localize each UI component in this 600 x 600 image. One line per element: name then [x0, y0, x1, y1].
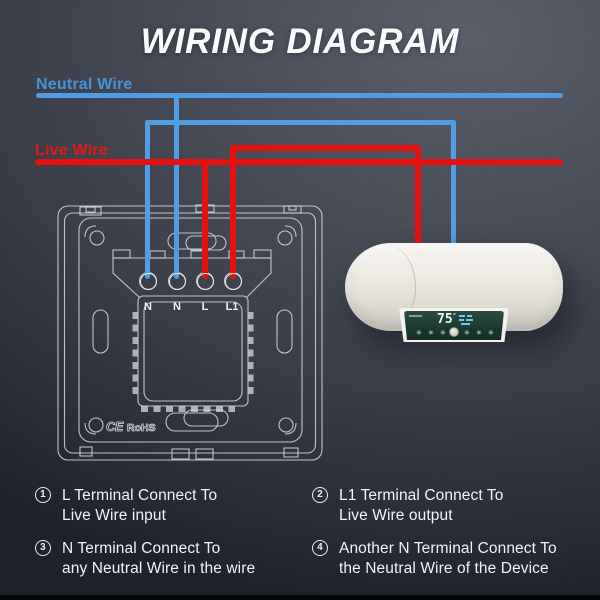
touch-button-icon[interactable]: ✳ — [488, 330, 494, 337]
power-button[interactable] — [449, 327, 459, 337]
switch-back-diagram: N N L L1 CE RoHS — [57, 204, 323, 461]
touch-button-icon[interactable]: ✳ — [440, 330, 446, 337]
live-drop-to-l1 — [230, 145, 236, 279]
terminal-label-n2: N — [173, 301, 181, 313]
heater-end-cap — [357, 245, 416, 329]
screw-hole — [89, 230, 105, 246]
screw-hole — [88, 417, 104, 433]
note-3-number: 3 — [35, 540, 51, 556]
page-title: WIRING DIAGRAM — [140, 22, 460, 61]
terminal-l1 — [224, 272, 242, 290]
note-2-number: 2 — [312, 487, 328, 503]
bottom-edge-bar — [0, 595, 600, 600]
switch-outer-frame — [57, 205, 323, 461]
terminal-label-n1: N — [144, 301, 152, 313]
switch-back-plate — [78, 217, 303, 443]
neutral-drop-to-n1 — [145, 120, 150, 279]
temperature-readout: 75° — [437, 312, 457, 327]
touch-button-icon[interactable]: ✳ — [476, 330, 482, 337]
neutral-wire-label: Neutral Wire — [36, 76, 133, 93]
heater-control-panel: 75° ✳ ✳ ✳ ✳ ✳ ✳ — [399, 308, 509, 342]
live-wire-label: Live Wire — [35, 142, 108, 159]
live-drop-to-l — [202, 159, 208, 279]
touch-button-icon[interactable]: ✳ — [464, 330, 470, 337]
live-drop-to-device — [415, 145, 421, 246]
terminal-l — [196, 272, 214, 290]
neutral-branch-horizontal — [145, 120, 456, 125]
display-status-icons — [459, 314, 475, 325]
live-main-wire — [35, 159, 563, 165]
water-heater: 75° ✳ ✳ ✳ ✳ ✳ ✳ — [345, 243, 563, 342]
note-4-number: 4 — [312, 540, 328, 556]
screw-hole — [278, 417, 294, 433]
note-1-number: 1 — [35, 487, 51, 503]
neutral-drop-to-n2 — [174, 93, 179, 279]
ce-mark: CE — [106, 420, 124, 434]
screw-hole — [277, 230, 293, 246]
terminal-label-l: L — [202, 301, 209, 313]
touch-button-row: ✳ ✳ ✳ ✳ ✳ ✳ — [404, 328, 504, 340]
neutral-drop-to-device — [451, 120, 456, 246]
live-branch-horizontal — [230, 145, 421, 151]
terminal-n1 — [139, 272, 157, 290]
heater-display-screen: 75° ✳ ✳ ✳ ✳ ✳ ✳ — [404, 311, 504, 340]
touch-button-icon[interactable]: ✳ — [416, 330, 422, 337]
rohs-mark: RoHS — [127, 422, 156, 434]
touch-button-icon[interactable]: ✳ — [428, 330, 434, 337]
heater-brand-mark — [409, 315, 422, 317]
terminal-n2 — [168, 272, 186, 290]
neutral-main-wire — [36, 93, 563, 98]
terminal-label-l1: L1 — [226, 301, 239, 313]
